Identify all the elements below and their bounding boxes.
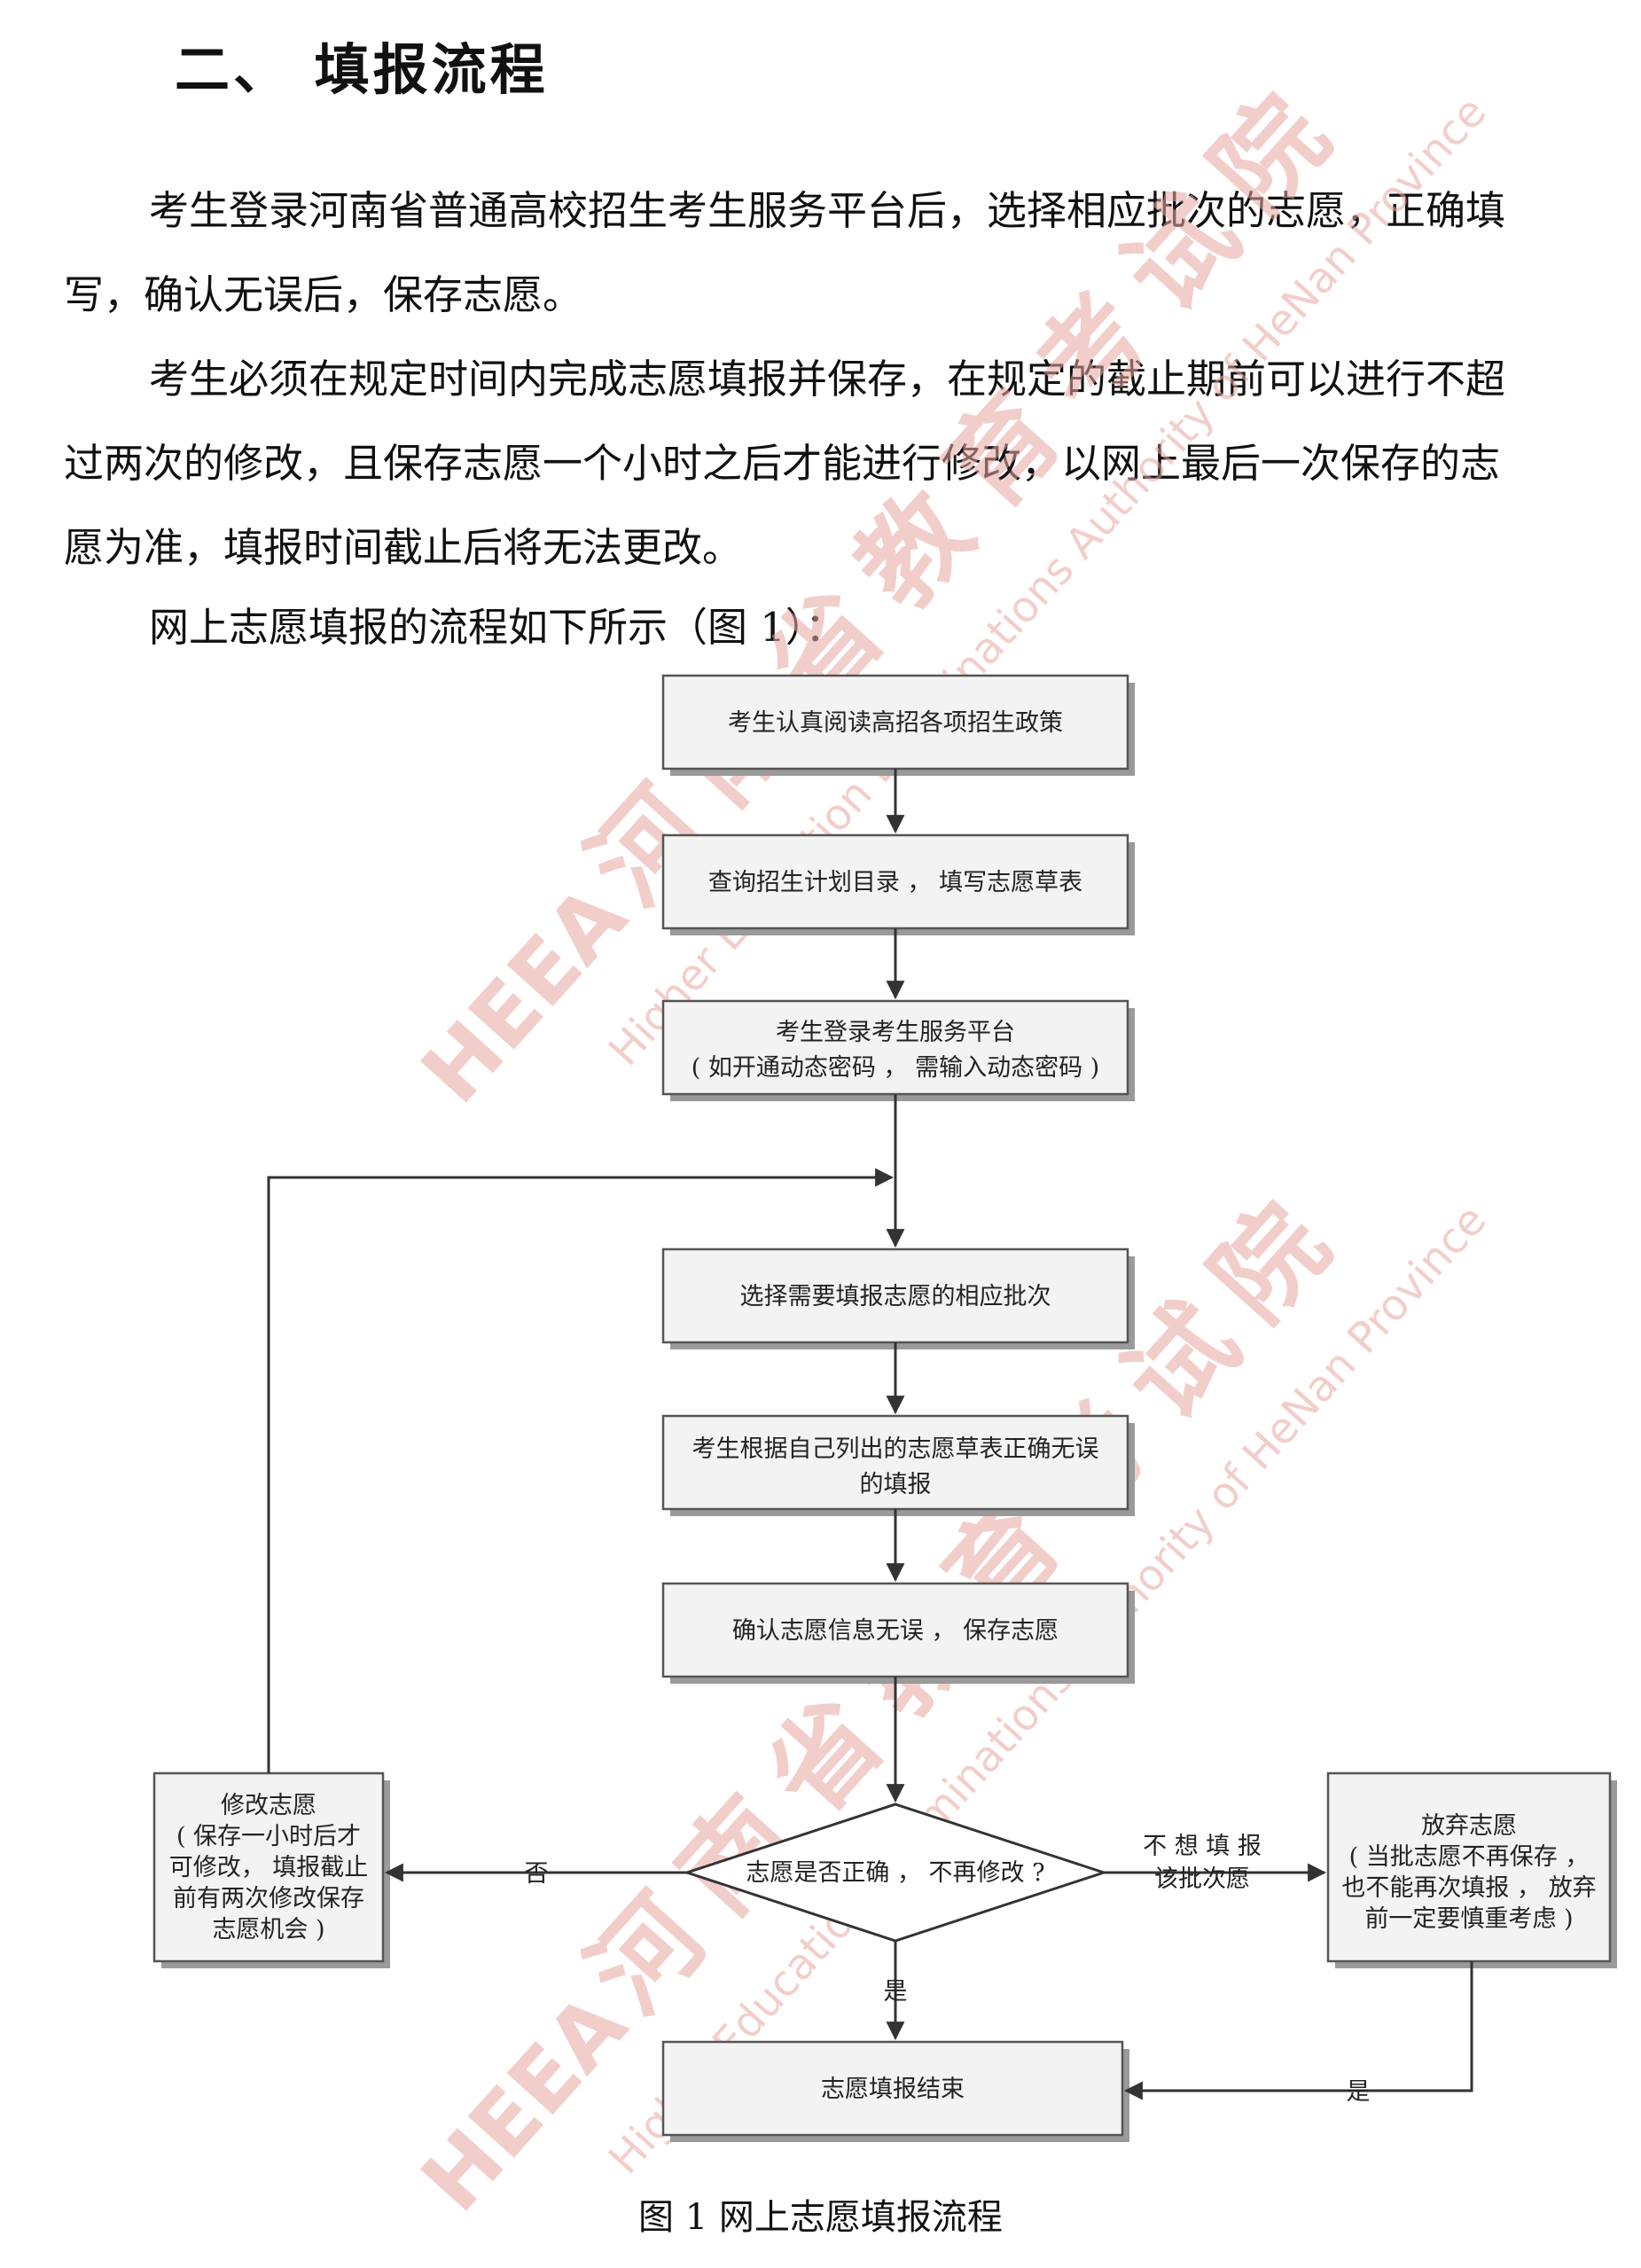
step-read-policy: 考生认真阅读高招各项招生政策 xyxy=(661,674,1135,776)
paragraph-2: 考生必须在规定时间内完成志愿填报并保存，在规定的截止期前可以进行不超过两次的修改… xyxy=(64,356,1506,571)
svg-text:志愿填报结束: 志愿填报结束 xyxy=(821,2076,965,2103)
figure-caption: 图 1 网上志愿填报流程 xyxy=(638,2197,1003,2238)
watermark-chinese: 河南省教育考试院 xyxy=(567,55,1370,928)
paragraph-3: 网上志愿填报的流程如下所示（图 1）： xyxy=(149,604,846,651)
svg-text:可修改， 填报截止: 可修改， 填报截止 xyxy=(169,1854,369,1881)
label-yes: 是 xyxy=(884,1978,908,2006)
box-abandon: 放弃志愿 ( 当批志愿不再保存 ， 也不能再次填报 ， 放弃 前一定要慎重考虑 … xyxy=(1326,1771,1617,1968)
svg-text:选择需要填报志愿的相应批次: 选择需要填报志愿的相应批次 xyxy=(740,1283,1051,1310)
paragraph-1: 考生登录河南省普通高校招生考生服务平台后，选择相应批次的志愿，正确填写，确认无误… xyxy=(64,187,1506,318)
svg-text:( 保存一小时后才: ( 保存一小时后才 xyxy=(176,1823,361,1850)
section-heading: 二、 填报流程 xyxy=(175,37,549,102)
svg-text:的填报: 的填报 xyxy=(860,1471,932,1498)
svg-text:前一定要慎重考虑 ): 前一定要慎重考虑 ) xyxy=(1364,1905,1573,1933)
label-no: 否 xyxy=(525,1860,549,1888)
svg-text:志愿机会 ): 志愿机会 ) xyxy=(212,1916,324,1943)
svg-text:修改志愿: 修改志愿 xyxy=(221,1792,316,1819)
label-yes-right: 是 xyxy=(1347,2078,1371,2106)
box-modify: 修改志愿 ( 保存一小时后才 可修改， 填报截止 前有两次修改保存 志愿机会 ) xyxy=(152,1771,390,1968)
connectors xyxy=(267,769,1473,2100)
label-skip-1: 不 想 填 报 xyxy=(1143,1833,1262,1860)
step-select-batch: 选择需要填报志愿的相应批次 xyxy=(661,1247,1135,1349)
svg-text:考生认真阅读高招各项招生政策: 考生认真阅读高招各项招生政策 xyxy=(728,709,1063,737)
watermark-logo: HEEA xyxy=(402,867,645,1122)
step-confirm-save: 确认志愿信息无误 ， 保存志愿 xyxy=(661,1582,1135,1684)
svg-text:( 如开通动态密码 ， 需输入动态密码 ): ( 如开通动态密码 ， 需输入动态密码 ) xyxy=(692,1054,1099,1082)
svg-text:查询招生计划目录 ， 填写志愿草表: 查询招生计划目录 ， 填写志愿草表 xyxy=(708,869,1082,896)
label-skip-2: 该批次愿 xyxy=(1154,1865,1250,1893)
decision-diamond: 志愿是否正确 ， 不再修改 ? xyxy=(683,1803,1108,1943)
svg-text:考生登录考生服务平台: 考生登录考生服务平台 xyxy=(776,1019,1015,1046)
svg-text:也不能再次填报 ， 放弃: 也不能再次填报 ， 放弃 xyxy=(1341,1874,1596,1902)
svg-text:放弃志愿: 放弃志愿 xyxy=(1421,1812,1517,1840)
svg-text:志愿是否正确 ， 不再修改 ?: 志愿是否正确 ， 不再修改 ? xyxy=(746,1859,1044,1887)
step-end: 志愿填报结束 xyxy=(661,2040,1129,2142)
svg-text:确认志愿信息无误 ， 保存志愿: 确认志愿信息无误 ， 保存志愿 xyxy=(732,1617,1059,1645)
svg-text:前有两次修改保存: 前有两次修改保存 xyxy=(173,1885,364,1912)
svg-text:考生根据自己列出的志愿草表正确无误: 考生根据自己列出的志愿草表正确无误 xyxy=(692,1435,1099,1463)
step-login-platform: 考生登录考生服务平台 ( 如开通动态密码 ， 需输入动态密码 ) xyxy=(661,999,1135,1101)
step-query-plan: 查询招生计划目录 ， 填写志愿草表 xyxy=(661,833,1135,935)
step-fill-correctly: 考生根据自己列出的志愿草表正确无误 的填报 xyxy=(661,1414,1135,1516)
svg-text:( 当批志愿不再保存 ，: ( 当批志愿不再保存 ， xyxy=(1349,1843,1590,1871)
